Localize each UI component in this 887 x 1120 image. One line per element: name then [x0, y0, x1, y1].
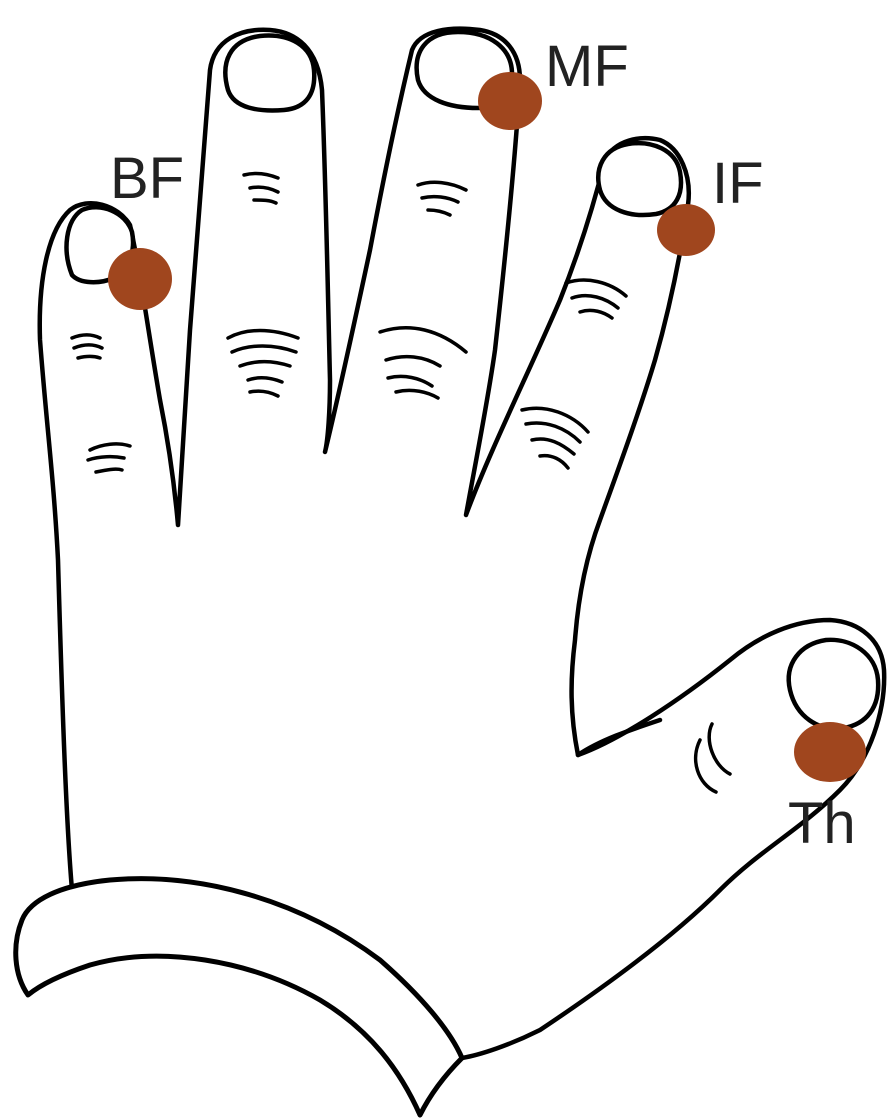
- bf-marker-dot: [108, 248, 172, 310]
- mf-label: MF: [545, 38, 629, 96]
- thumb-nail: [789, 640, 878, 729]
- knuckle-creases: [72, 174, 730, 792]
- if-label: IF: [712, 155, 764, 213]
- th-marker-dot: [794, 722, 866, 782]
- index-finger-nail: [598, 143, 681, 215]
- th-label: Th: [788, 795, 856, 853]
- ring-finger-nail: [225, 36, 314, 111]
- bf-label: BF: [110, 150, 184, 208]
- if-marker-dot: [657, 204, 715, 256]
- mf-marker-dot: [478, 72, 542, 130]
- sleeve-cuff: [16, 879, 462, 1115]
